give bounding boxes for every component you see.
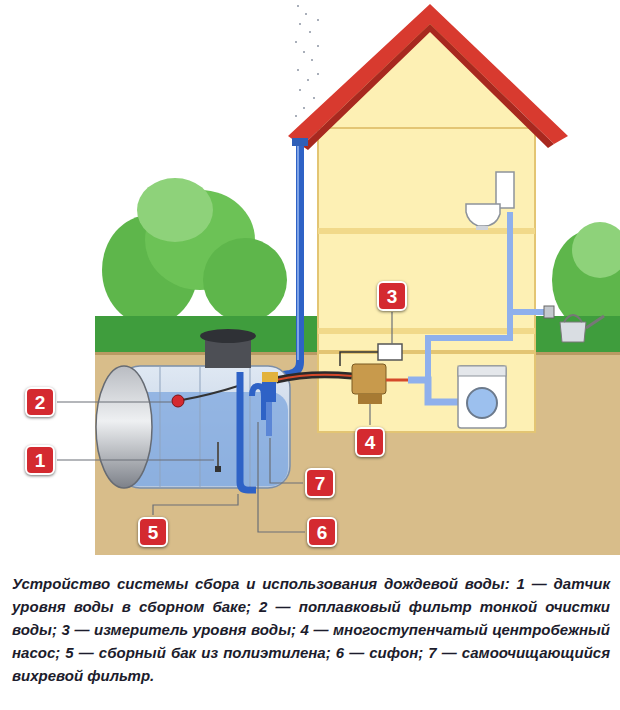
collection-tank	[96, 329, 290, 488]
callout-badge: 1	[25, 445, 55, 475]
figure-caption: Устройство системы сбора и использования…	[12, 572, 610, 687]
callout-number: 1	[35, 451, 46, 470]
tank-internals	[172, 372, 276, 490]
callout-badge: 7	[305, 468, 335, 498]
callout-number: 5	[148, 523, 159, 542]
callout-number: 6	[317, 523, 328, 542]
callout-badge: 6	[307, 517, 337, 547]
toilet	[466, 172, 514, 230]
washing-machine	[458, 366, 506, 428]
callout-number: 4	[365, 433, 376, 452]
callout-badge: 5	[138, 517, 168, 547]
ground	[95, 316, 620, 555]
leader-lines	[57, 312, 392, 532]
garden-tap	[544, 306, 604, 342]
callout-badge: 2	[25, 387, 55, 417]
downpipe	[262, 138, 308, 378]
callout-number: 2	[35, 393, 46, 412]
callout-badge: 3	[377, 281, 407, 311]
callout-number: 7	[315, 474, 326, 493]
rain-dots	[295, 5, 319, 117]
pump-assembly	[262, 344, 408, 404]
callout-badge: 4	[355, 427, 385, 457]
water-pipes	[408, 212, 546, 402]
house	[288, 4, 568, 432]
callout-number: 3	[387, 287, 398, 306]
